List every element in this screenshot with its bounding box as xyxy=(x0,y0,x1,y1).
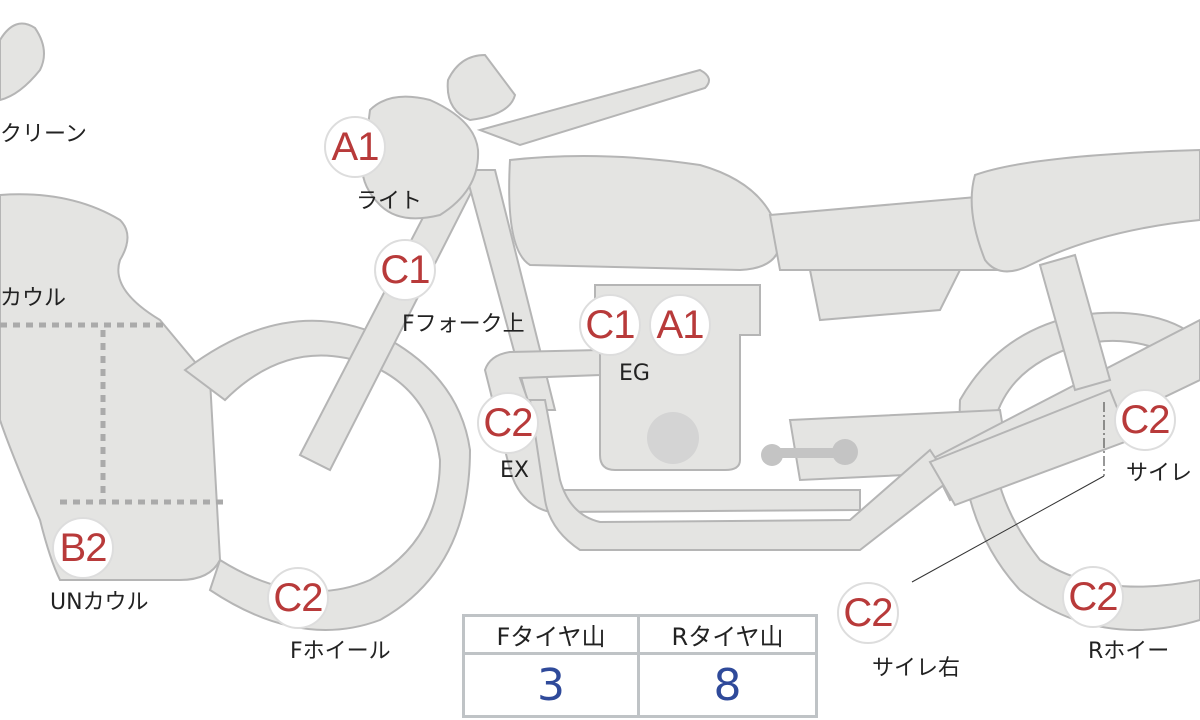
cowl-part xyxy=(0,193,222,581)
tire-tread-table: Fタイヤ山 Rタイヤ山 3 8 xyxy=(462,614,818,718)
label-under-cowl: UNカウル xyxy=(50,590,149,615)
rear-tire-value: 8 xyxy=(713,659,742,711)
grade-badge-engine-2: A1 xyxy=(649,294,711,356)
grade-badge-engine-1: C1 xyxy=(579,294,641,356)
grade-badge-front-wheel: C2 xyxy=(267,567,329,629)
handlebar-part xyxy=(476,68,710,147)
seat-part xyxy=(768,193,1001,271)
front-tire-header: Fタイヤ山 xyxy=(465,617,640,655)
rear-tire-header: Rタイヤ山 xyxy=(640,617,815,655)
front-tire-value: 3 xyxy=(465,655,640,715)
label-exhaust: EX xyxy=(500,458,529,483)
fuel-tank-part xyxy=(508,155,782,272)
label-rear-wheel: Rホイー xyxy=(1088,639,1170,664)
label-front-fork-upper: Fフォーク上 xyxy=(402,312,525,337)
label-muffler-right: サイレ右 xyxy=(872,656,961,681)
front-wheel-part xyxy=(183,319,472,631)
grade-badge-under-cowl: B2 xyxy=(52,517,114,579)
screen-part xyxy=(0,22,45,102)
muffler-part xyxy=(528,399,952,551)
label-light: ライト xyxy=(356,189,423,214)
grade-badge-muffler-right: C2 xyxy=(837,582,899,644)
label-muffler-left: サイレ xyxy=(1126,461,1193,486)
grade-badge-rear-wheel: C2 xyxy=(1062,566,1124,628)
exhaust-part xyxy=(483,348,861,514)
grade-badge-muffler-left: C2 xyxy=(1114,389,1176,451)
label-screen: クリーン xyxy=(0,122,87,147)
label-engine: EG xyxy=(619,361,650,386)
grade-badge-front-fork: C1 xyxy=(374,239,436,301)
label-cowl: カウル xyxy=(0,286,67,311)
grade-badge-exhaust: C2 xyxy=(477,392,539,454)
grade-badge-light: A1 xyxy=(324,116,386,178)
headlight-part xyxy=(361,95,480,220)
shift-pedal-icon xyxy=(761,439,858,466)
leader-line xyxy=(911,402,1105,583)
cowl-section-lines xyxy=(0,322,225,505)
label-front-wheel: Fホイール xyxy=(290,639,391,664)
